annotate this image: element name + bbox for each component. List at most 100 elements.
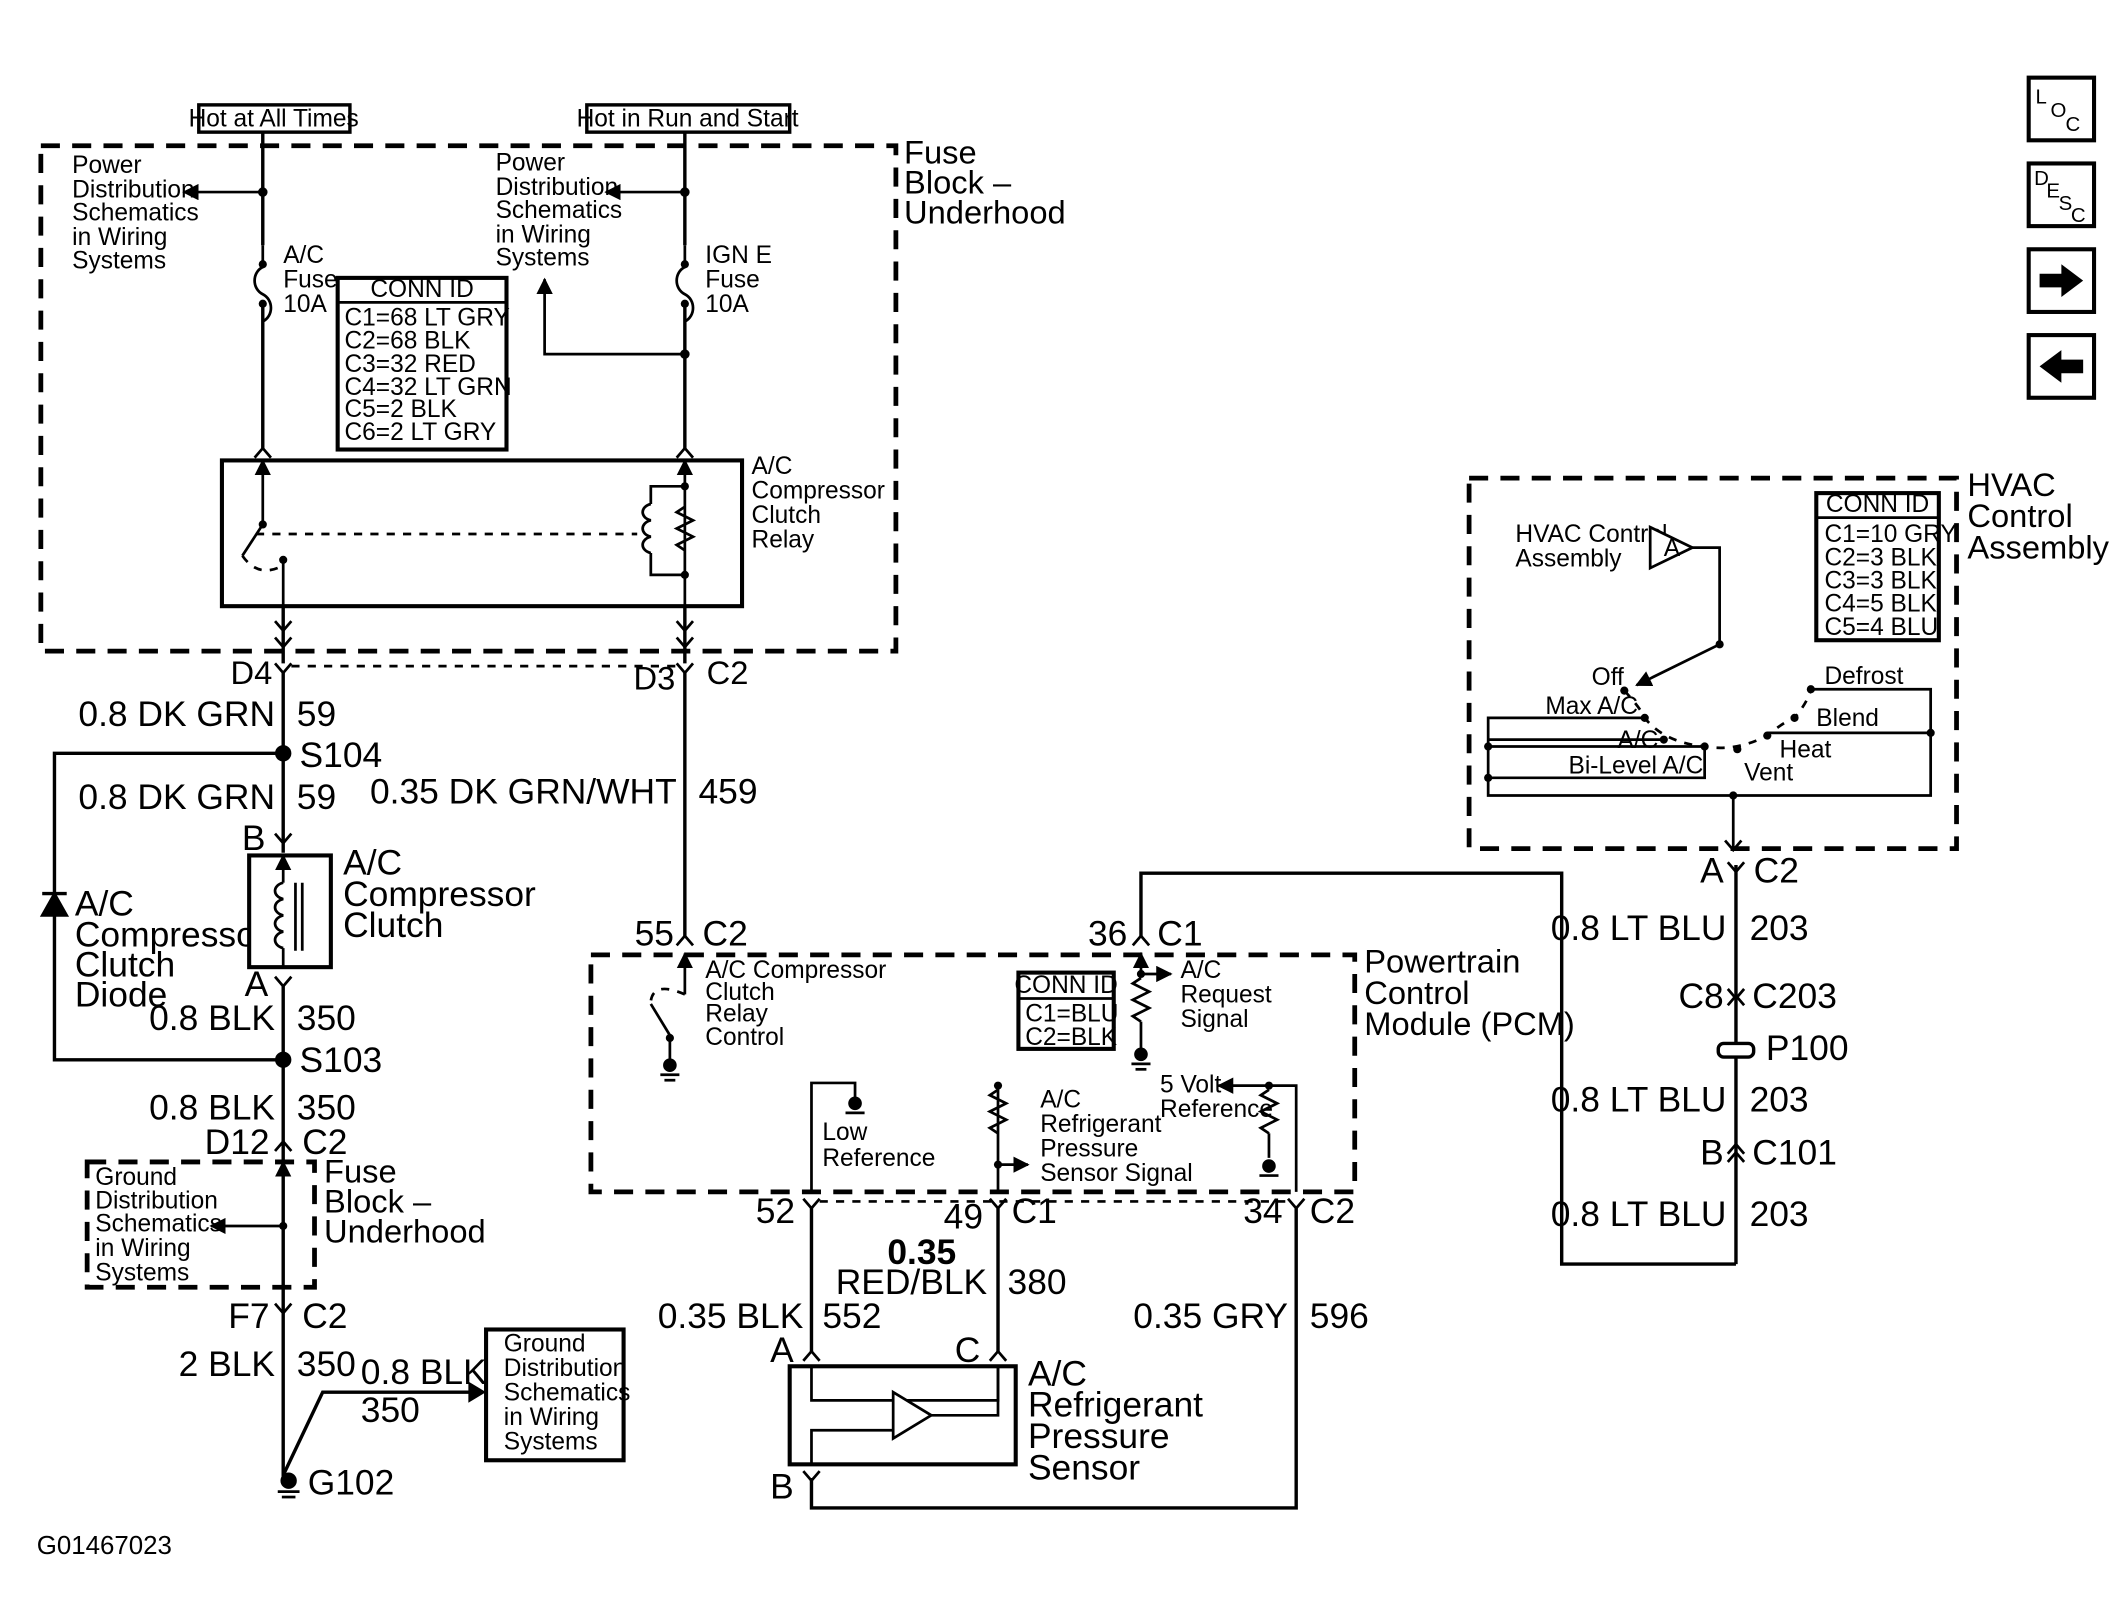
svg-text:C5=4 BLU: C5=4 BLU (1824, 614, 1938, 641)
connector-right-relay-in (675, 446, 695, 459)
desc-button[interactable]: D E S C (2026, 161, 2097, 229)
svg-text:Refrigerant: Refrigerant (1040, 1111, 1161, 1138)
circ6-label: 350 (361, 1390, 420, 1430)
ac-refrigerant-pressure-sensor (787, 1364, 1018, 1467)
arrow-power-dist-up (536, 277, 685, 356)
svg-text:Schematics: Schematics (496, 197, 623, 224)
c2-top-label: C2 (707, 654, 749, 691)
svg-text:C2=BLK: C2=BLK (1025, 1024, 1118, 1051)
next-button[interactable] (2026, 247, 2097, 314)
mode-ac-label: A/C (1618, 727, 1659, 754)
hvac-pin-a-label: A (1700, 851, 1724, 891)
svg-text:C1=10 GRY: C1=10 GRY (1824, 521, 1956, 548)
hvac-wire1-label: 0.8 LT BLU (1551, 908, 1727, 948)
mode-max-ac-label: Max A/C (1545, 693, 1638, 720)
svg-text:A/C: A/C (1028, 1353, 1087, 1393)
d12-label: D12 (205, 1122, 270, 1162)
mid-wire-label: 0.35 DK GRN/WHT (370, 772, 677, 812)
5v-resistor-icon (1257, 1088, 1281, 1135)
splice-s104 (275, 745, 292, 762)
svg-text:Assembly: Assembly (1515, 546, 1622, 573)
hot-in-run-start-box: Hot in Run and Start (577, 103, 799, 134)
svg-text:Underhood: Underhood (904, 193, 1066, 230)
svg-text:Distribution: Distribution (496, 174, 619, 201)
svg-text:C: C (2065, 114, 2080, 136)
svg-text:A/C: A/C (283, 242, 324, 269)
wire1-label: 0.8 DK GRN (78, 694, 275, 734)
svg-text:C2=68 BLK: C2=68 BLK (344, 328, 471, 355)
power-dist-left-label: Power Distribution Schematics in Wiring … (72, 152, 199, 274)
loc-button[interactable]: L O C (2026, 75, 2097, 143)
svg-text:O: O (2050, 100, 2066, 122)
svg-text:A/C: A/C (1040, 1086, 1081, 1113)
pcm-boundary (588, 952, 1358, 1195)
svg-text:Control: Control (1364, 974, 1469, 1011)
svg-text:C1=BLU: C1=BLU (1025, 1001, 1118, 1028)
svg-text:Signal: Signal (1180, 1006, 1248, 1033)
hvac-c8-label: C8 (1678, 976, 1723, 1016)
connector-d12 (273, 1139, 293, 1152)
fuse-block-title: Fuse Block – Underhood (904, 133, 1066, 230)
wire2-label: 0.8 DK GRN (78, 777, 275, 817)
svg-text:L: L (2036, 87, 2047, 109)
connector-d4 (273, 662, 293, 676)
svg-text:Assembly: Assembly (1967, 528, 2109, 565)
c1-bot-label: C1 (1012, 1191, 1057, 1231)
mid-c2-label: C2 (703, 913, 748, 953)
pcm-conn-id-table: CONN ID C1=BLU C2=BLK (1014, 970, 1119, 1051)
svg-text:Relay: Relay (752, 527, 815, 554)
svg-text:Power: Power (496, 149, 565, 176)
sensor-circ-b-label: 596 (1310, 1296, 1369, 1336)
connector-c101 (1726, 1142, 1746, 1163)
svg-text:CONN ID: CONN ID (370, 276, 473, 303)
svg-text:Sensor Signal: Sensor Signal (1040, 1160, 1193, 1187)
connector-49 (988, 1197, 1008, 1211)
hvac-boundary (1466, 475, 1959, 852)
circ4-label: 350 (297, 1088, 356, 1128)
d4-label: D4 (231, 654, 273, 691)
svg-text:S: S (2059, 193, 2073, 215)
svg-text:Control: Control (1967, 497, 2072, 534)
svg-text:in Wiring: in Wiring (95, 1235, 190, 1262)
svg-text:Fuse: Fuse (705, 266, 759, 293)
ac-request-label: A/C Request Signal (1180, 957, 1271, 1033)
sensor-label: A/C Refrigerant Pressure Sensor (1028, 1353, 1203, 1487)
mode-vent-label: Vent (1744, 760, 1793, 787)
connector-d3 (675, 662, 695, 676)
back-button[interactable] (2026, 333, 2097, 400)
sensor-circ-a-label: 552 (822, 1296, 881, 1336)
svg-text:C3=3 BLK: C3=3 BLK (1824, 567, 1937, 594)
mode-bilevel-label: Bi-Level A/C (1568, 753, 1703, 780)
c1-top-label: C1 (1157, 913, 1202, 953)
svg-text:Fuse: Fuse (283, 266, 337, 293)
hvac-circ1-label: 203 (1750, 908, 1809, 948)
svg-text:E: E (2046, 181, 2060, 203)
splice-s103 (275, 1051, 292, 1068)
hvac-p100-label: P100 (1766, 1028, 1849, 1068)
ign-fuse-icon (675, 245, 695, 323)
connector-hvac-c2 (1726, 861, 1746, 874)
svg-text:Diode: Diode (75, 975, 167, 1015)
wire-ac-request (1139, 871, 1736, 1266)
fuse-conn-id-table: CONN ID C1=68 LT GRY C2=68 BLK C3=32 RED… (335, 275, 512, 452)
pin36-label: 36 (1088, 913, 1127, 953)
s103-label: S103 (300, 1040, 383, 1080)
wire-ground-branch (281, 1390, 470, 1476)
amplifier-icon (891, 1389, 934, 1441)
sensor-pin-c-label: C (955, 1330, 981, 1370)
svg-text:Sensor: Sensor (1028, 1447, 1140, 1487)
pin34-label: 34 (1243, 1191, 1282, 1231)
hvac-c203-label: C203 (1752, 976, 1837, 1016)
svg-text:HVAC Control: HVAC Control (1515, 521, 1667, 548)
svg-text:Schematics: Schematics (95, 1210, 222, 1237)
hvac-ref-triangle-icon (1648, 524, 1696, 571)
sensor-pin-b-label: B (770, 1466, 794, 1506)
c2-mid-label: C2 (302, 1122, 347, 1162)
hvac-pin-b-label: B (1700, 1133, 1724, 1173)
hvac-c101-label: C101 (1752, 1133, 1837, 1173)
relay-control-label: A/C Compressor Clutch Relay Control (705, 957, 886, 1051)
ac-compressor-clutch (247, 853, 333, 970)
wire6-label: 0.8 BLK (361, 1352, 487, 1392)
svg-text:C4=5 BLK: C4=5 BLK (1824, 591, 1937, 618)
relay-resistor-icon (673, 505, 697, 552)
